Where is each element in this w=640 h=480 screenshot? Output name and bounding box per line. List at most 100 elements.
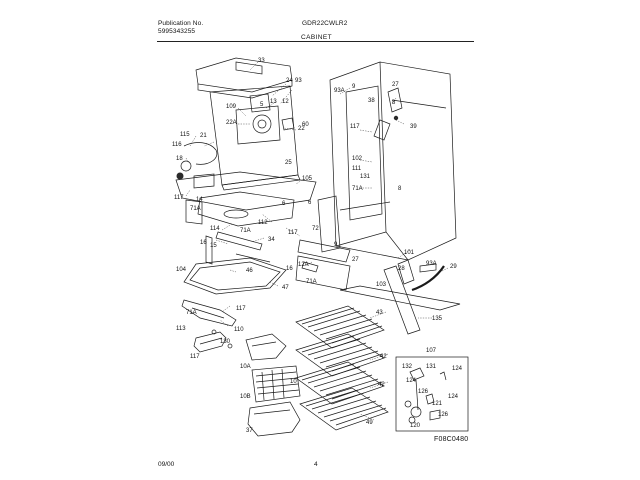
callout-label-131: 131 bbox=[360, 174, 371, 180]
footer-date: 09/00 bbox=[158, 461, 175, 468]
callout-label-132: 132 bbox=[402, 364, 413, 370]
callout-label-9: 9 bbox=[352, 84, 356, 90]
figure-code: F08C0480 bbox=[434, 436, 469, 443]
callout-label-117: 117 bbox=[190, 354, 200, 360]
callout-label-101: 101 bbox=[404, 250, 415, 256]
callout-label-8: 8 bbox=[392, 100, 396, 106]
callout-label-104: 104 bbox=[176, 267, 187, 273]
callout-label-102: 102 bbox=[352, 156, 363, 162]
callout-label-71a: 71A bbox=[186, 310, 197, 316]
callout-label-25: 25 bbox=[285, 160, 292, 166]
callout-label-71a: 71A bbox=[306, 279, 317, 285]
callout-label-24: 24 bbox=[286, 78, 293, 84]
callout-label-120: 120 bbox=[410, 423, 421, 429]
header-rule bbox=[157, 41, 474, 42]
callout-label-130: 130 bbox=[220, 339, 231, 345]
callout-label-121: 121 bbox=[432, 401, 443, 407]
detail-box-reference: 107 bbox=[426, 348, 437, 354]
callout-label-37: 37 bbox=[246, 428, 253, 434]
callout-label-93a: 93A bbox=[426, 261, 437, 267]
callout-label-131: 131 bbox=[426, 364, 437, 370]
callout-label-43: 43 bbox=[376, 310, 383, 316]
callout-label-27: 27 bbox=[352, 257, 359, 263]
bottom-pan-part bbox=[183, 257, 287, 295]
callout-label-93: 93 bbox=[295, 78, 302, 84]
callout-label-60: 60 bbox=[302, 122, 309, 128]
callout-label-111: 111 bbox=[352, 166, 362, 172]
callout-label-124: 124 bbox=[452, 366, 463, 372]
callout-label-21: 21 bbox=[200, 133, 207, 139]
callout-label-10b: 10B bbox=[240, 394, 251, 400]
wire-shelf-42-upper-part bbox=[295, 333, 385, 377]
wire-shelf-49-part bbox=[299, 387, 389, 431]
callout-label-6: 6 bbox=[282, 201, 286, 207]
callout-label-34: 34 bbox=[268, 237, 275, 243]
callout-label-126: 126 bbox=[418, 389, 429, 395]
callout-label-117: 117 bbox=[174, 195, 184, 201]
callout-label-16: 16 bbox=[200, 240, 207, 246]
callout-label-135: 135 bbox=[432, 316, 443, 322]
callout-label-10: 10 bbox=[290, 379, 297, 385]
callout-label-42: 42 bbox=[380, 354, 387, 360]
footer-page-number: 4 bbox=[314, 461, 318, 468]
callout-label-8: 8 bbox=[398, 186, 402, 192]
callout-label-126: 126 bbox=[438, 412, 449, 418]
drain-tubes-part bbox=[205, 231, 271, 265]
callout-label-10a: 10A bbox=[240, 364, 251, 370]
callout-label-18: 18 bbox=[176, 156, 183, 162]
model-number: GDR22CWLR2 bbox=[302, 20, 348, 27]
evaporator-coil-part bbox=[245, 333, 301, 403]
callout-label-22a: 22A bbox=[226, 120, 237, 126]
callout-label-15: 15 bbox=[210, 243, 217, 249]
callout-label-29: 29 bbox=[450, 264, 457, 270]
callout-label-12: 12 bbox=[282, 99, 289, 105]
callout-label-71a: 71A bbox=[190, 206, 201, 212]
evaporator-area-part bbox=[175, 171, 317, 227]
leader-lines bbox=[185, 61, 449, 421]
lower-rails-part bbox=[339, 259, 461, 335]
callout-label-5: 5 bbox=[260, 102, 264, 108]
detail-box-107 bbox=[395, 356, 469, 432]
callout-label-113: 113 bbox=[176, 326, 186, 332]
callout-label-38: 38 bbox=[368, 98, 375, 104]
callout-label-12a: 12A bbox=[298, 262, 309, 268]
lower-bracket-part bbox=[181, 299, 237, 327]
publication-number: 5995343255 bbox=[158, 28, 196, 35]
callout-label-112: 112 bbox=[258, 220, 268, 226]
hinge-parts bbox=[373, 87, 403, 141]
side-fittings-part bbox=[176, 142, 218, 189]
callout-label-47: 47 bbox=[282, 285, 289, 291]
callout-label-28: 28 bbox=[398, 266, 405, 272]
callout-label-117: 117 bbox=[288, 230, 298, 236]
callout-label-117: 117 bbox=[350, 124, 360, 130]
callout-label-110: 110 bbox=[234, 327, 244, 333]
storage-bin-part bbox=[247, 401, 301, 437]
callout-label-9: 9 bbox=[334, 242, 338, 248]
callout-label-116: 116 bbox=[172, 142, 182, 148]
callout-label-49: 49 bbox=[366, 420, 373, 426]
callout-label-46: 46 bbox=[246, 268, 253, 274]
section-title: CABINET bbox=[301, 34, 332, 41]
callout-label-103: 103 bbox=[376, 282, 387, 288]
top-cover-part bbox=[195, 57, 293, 99]
cabinet-shell-part bbox=[317, 61, 457, 261]
callout-label-115: 115 bbox=[180, 132, 190, 138]
callout-label-72: 72 bbox=[312, 226, 319, 232]
front-rail-part bbox=[295, 239, 351, 291]
drain-hose-part bbox=[411, 263, 445, 292]
wire-shelf-43-part bbox=[295, 305, 385, 349]
callout-label-14: 14 bbox=[196, 197, 203, 203]
callout-label-42: 42 bbox=[378, 382, 385, 388]
callout-label-33: 33 bbox=[258, 58, 265, 64]
publication-label: Publication No. bbox=[158, 20, 204, 27]
callout-label-71a: 71A bbox=[352, 186, 363, 192]
wire-shelf-42-lower-part bbox=[295, 361, 385, 405]
callout-label-114: 114 bbox=[210, 226, 220, 232]
callout-label-13: 13 bbox=[270, 99, 277, 105]
callout-label-105: 105 bbox=[302, 176, 313, 182]
small-hardware-part bbox=[193, 329, 233, 353]
callout-label-124: 124 bbox=[448, 394, 459, 400]
callout-label-22: 22 bbox=[298, 126, 305, 132]
